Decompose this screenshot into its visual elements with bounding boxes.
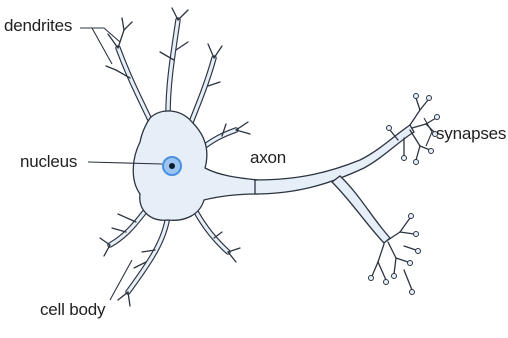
axon-label: axon [250, 148, 286, 168]
nucleus [163, 157, 181, 175]
nucleus-label: nucleus [20, 152, 77, 172]
cell-body-label: cell body [40, 300, 105, 320]
synapses-label: synapses [436, 124, 506, 144]
dendrites-pointer [80, 28, 112, 64]
axon [255, 125, 414, 243]
dendrites-label: dendrites [4, 16, 72, 36]
